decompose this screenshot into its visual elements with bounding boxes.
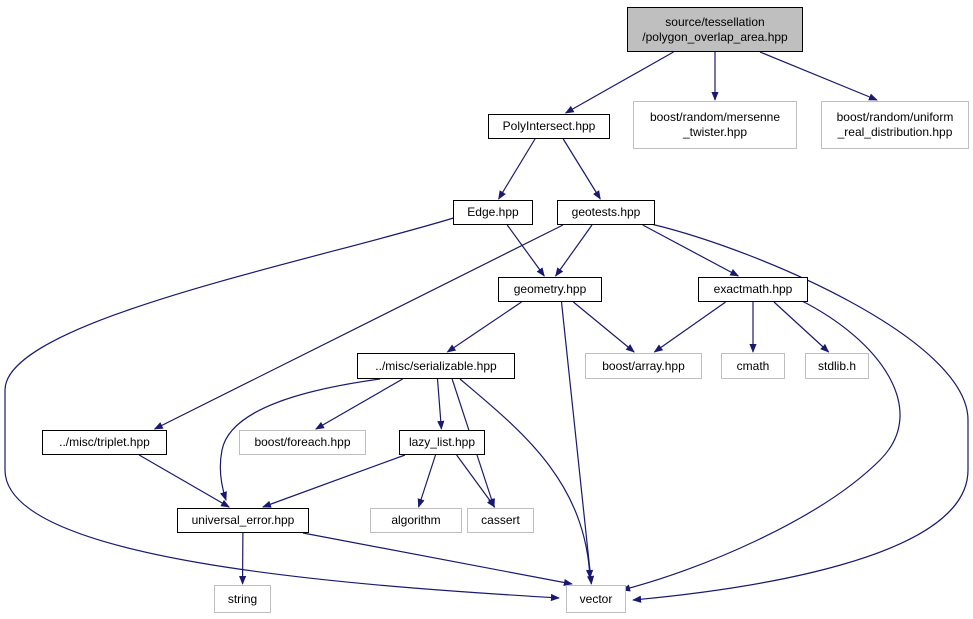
edge-polyintersect-to-edge [498,138,536,200]
node-edge[interactable]: Edge.hpp [453,200,533,225]
node-label-line: lazy_list.hpp [408,435,476,449]
node-universal[interactable]: universal_error.hpp [177,508,309,533]
node-label-line: geotests.hpp [571,205,641,219]
edge-edge-to-vector [4,215,560,602]
node-label-line: universal_error.hpp [191,513,295,527]
node-polyintersect[interactable]: PolyIntersect.hpp [488,114,610,139]
node-cmath: cmath [721,353,785,379]
node-exactmath[interactable]: exactmath.hpp [698,277,808,302]
edge-geotests-to-exactmath [642,224,740,277]
node-label-line: ../misc/serializable.hpp [375,358,497,373]
node-stdlib: stdlib.h [805,353,869,379]
edge-edge-to-geometry [506,224,545,277]
node-cassert: cassert [467,508,534,533]
edge-lazylist-to-cassert [456,454,496,508]
edge-triplet-to-universal [138,454,230,508]
node-foreach: boost/foreach.hpp [239,430,366,455]
node-geotests[interactable]: geotests.hpp [557,200,655,225]
edge-serializable-to-foreach [315,378,403,430]
node-label-line: boost/random/uniform [836,110,954,124]
node-label-line: algorithm [391,513,441,527]
node-triplet[interactable]: ../misc/triplet.hpp [42,430,167,455]
edge-lazylist-to-algorithm [417,454,437,508]
node-label-line: cmath [736,358,770,373]
node-label-line: boost/array.hpp [602,358,685,373]
node-boostarray: boost/array.hpp [585,353,702,379]
edge-polyintersect-to-geotests [562,138,601,200]
edge-geotests-to-geometry [555,224,593,277]
edge-exactmath-to-vector [621,299,901,592]
edge-exactmath-to-stdlib [773,301,830,353]
node-mersenne: boost/random/mersenne_twister.hpp [633,101,797,149]
node-label-line: vector [579,591,613,606]
node-label-line: ../misc/triplet.hpp [59,435,150,449]
node-uniform: boost/random/uniform_real_distribution.h… [821,101,969,149]
edge-geometry-to-boostarray [572,301,635,353]
node-label-line: PolyIntersect.hpp [502,119,596,133]
node-label-line: /polygon_overlap_area.hpp [642,29,788,44]
edge-geometry-to-vector [560,301,595,585]
node-label-line: _twister.hpp [682,125,748,139]
node-root[interactable]: source/tessellation/polygon_overlap_area… [627,7,803,52]
edge-geotests-to-triplet [153,224,564,430]
node-label-line: _real_distribution.hpp [837,125,953,139]
edge-geometry-to-serializable [446,301,522,353]
edge-universal-to-vector [302,532,573,587]
node-lazylist[interactable]: lazy_list.hpp [399,430,485,455]
node-label-line: string [227,591,258,606]
node-geometry[interactable]: geometry.hpp [498,277,602,302]
edge-serializable-to-lazylist [436,378,445,430]
edge-geotests-to-vector [632,223,969,603]
node-label-line: geometry.hpp [513,282,587,296]
node-label-line: Edge.hpp [467,205,519,219]
node-vector: vector [566,585,626,613]
edge-serializable-to-vector [459,378,594,579]
node-label-line: exactmath.hpp [713,282,793,296]
edge-exactmath-to-boostarray [653,301,726,353]
node-algorithm: algorithm [370,508,462,533]
node-string: string [214,585,271,613]
edge-lazylist-to-universal [262,454,406,508]
edge-root-to-polyintersect [564,51,674,114]
edge-root-to-uniform [759,51,878,101]
node-serializable[interactable]: ../misc/serializable.hpp [357,353,515,379]
node-label-line: source/tessellation [665,14,765,29]
node-label-line: boost/random/mersenne [649,110,781,124]
node-label-line: boost/foreach.hpp [254,435,351,449]
edge-serializable-to-universal [219,378,381,501]
node-label-line: cassert [481,513,520,527]
node-label-line: stdlib.h [817,358,857,373]
